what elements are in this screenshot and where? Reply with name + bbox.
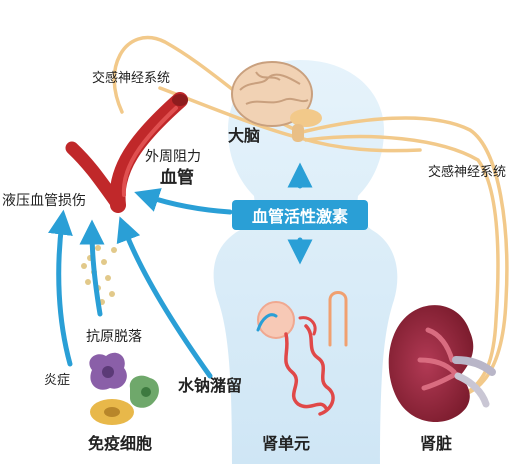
label-blood-vessel: 血管 (160, 168, 194, 188)
label-immune-cells: 免疫细胞 (88, 434, 153, 453)
nephron-illustration (256, 291, 348, 416)
label-nephron: 肾单元 (262, 434, 311, 453)
arrow-retention-to-vessel (116, 216, 213, 379)
label-kidney: 肾脏 (420, 434, 453, 453)
sympathetic-nerve-fibers (112, 35, 509, 398)
arrow-hormone-to-vessel (134, 188, 233, 215)
label-sympathetic-left: 交感神经系统 (92, 71, 171, 86)
immune-cells-illustration (89, 352, 159, 425)
label-water-sodium-retention: 水钠潴留 (178, 376, 243, 395)
label-antigen-shedding: 抗原脱落 (86, 329, 142, 345)
blood-vessel-illustration (65, 92, 188, 213)
label-inflammation: 炎症 (44, 373, 71, 388)
arrow-inflammation-to-damage (48, 209, 73, 367)
label-sympathetic-right: 交感神经系统 (428, 165, 507, 180)
brain-illustration (231, 61, 322, 142)
arrow-antigen-to-damage (79, 219, 105, 317)
flow-arrows (48, 162, 313, 379)
vasoactive-hormone-badge: 血管活性激素 (232, 200, 368, 230)
label-brain: 大脑 (228, 126, 261, 145)
label-peripheral-resistance: 外周阻力 (145, 149, 201, 165)
label-vascular-damage: 液压血管损伤 (2, 193, 86, 209)
kidney-illustration (388, 305, 496, 422)
